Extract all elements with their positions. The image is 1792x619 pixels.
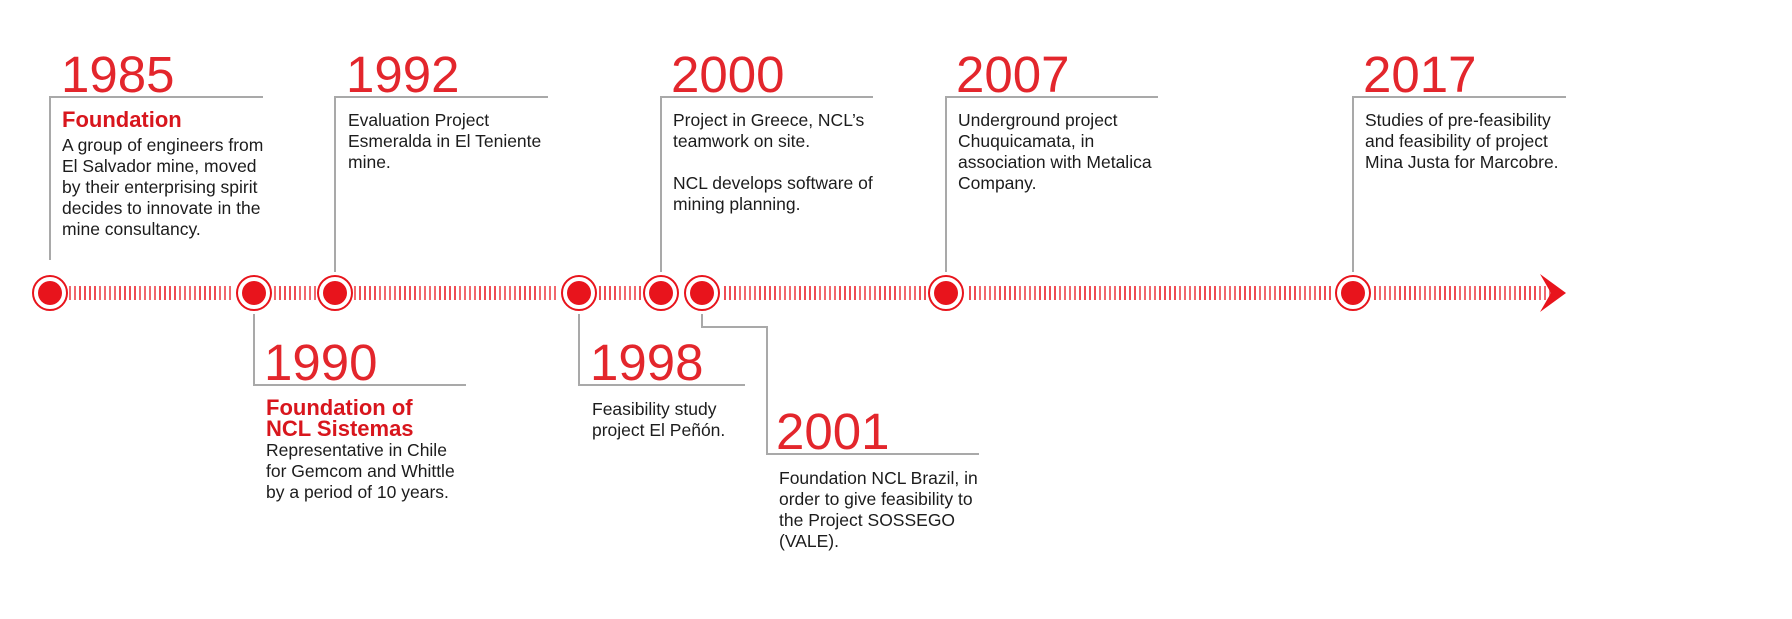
connector-2017 (1352, 96, 1566, 272)
connector-1985 (49, 96, 263, 260)
year-2001: 2001 (776, 403, 890, 460)
connector-2007 (945, 96, 1158, 272)
description-2017: Studies of pre-feasibility and feasibili… (1365, 110, 1559, 172)
connector-2000 (660, 96, 873, 272)
title-1985: Foundation (62, 107, 182, 132)
year-1990: 1990 (264, 334, 378, 391)
timeline-axis (69, 286, 1551, 300)
title-1990: Foundation of NCL Sistemas (266, 395, 414, 441)
node-dot-1985 (38, 281, 62, 305)
description-2001: Foundation NCL Brazil, in order to give … (779, 468, 978, 551)
connector-1998 (578, 314, 745, 386)
year-2000: 2000 (671, 46, 785, 103)
node-dot-1990 (242, 281, 266, 305)
description-1985: A group of engineers from El Salvador mi… (62, 135, 264, 239)
node-dot-2000 (649, 281, 673, 305)
year-2017: 2017 (1363, 46, 1477, 103)
connector-1992 (334, 96, 548, 272)
node-dot-1992 (323, 281, 347, 305)
year-1992: 1992 (346, 46, 460, 103)
description-2007: Underground project Chuquicamata, in ass… (958, 110, 1152, 193)
node-dot-1998 (567, 281, 591, 305)
year-2007: 2007 (956, 46, 1070, 103)
description-2000: Project in Greece, NCL’s teamwork on sit… (673, 110, 873, 214)
description-1990: Representative in Chile for Gemcom and W… (266, 440, 455, 502)
year-1985: 1985 (61, 46, 175, 103)
node-dot-2007 (934, 281, 958, 305)
timeline-arrow-icon (1540, 274, 1566, 312)
node-dot-2001 (690, 281, 714, 305)
year-1998: 1998 (590, 334, 704, 391)
description-1992: Evaluation Project Esmeralda in El Tenie… (348, 110, 542, 172)
connector-2001 (701, 314, 979, 455)
description-1998: Feasibility study project El Peñón. (592, 399, 726, 440)
node-dot-2017 (1341, 281, 1365, 305)
connector-1990 (253, 314, 466, 386)
